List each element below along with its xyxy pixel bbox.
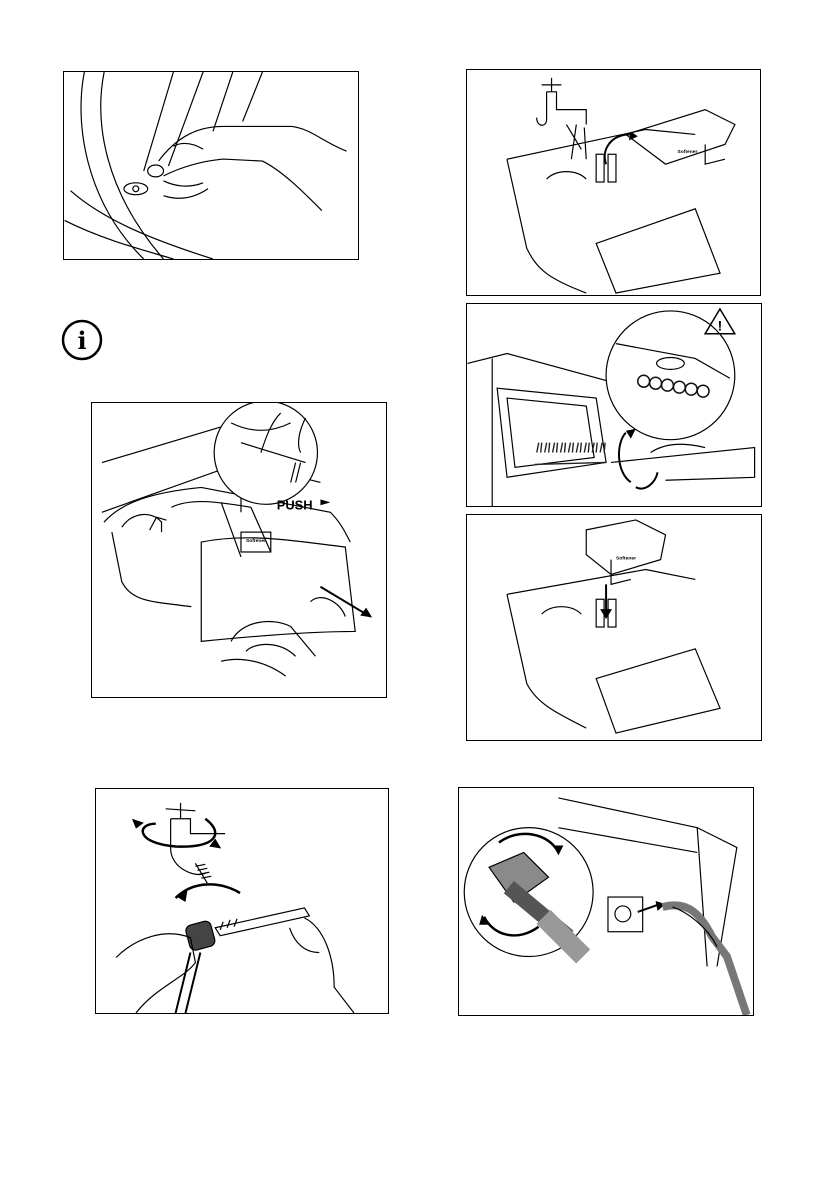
- info-icon: i: [60, 318, 104, 362]
- figure-door-latch: [63, 71, 359, 260]
- figure-inlet-filter: [458, 787, 754, 1016]
- figure-dispenser-refit: Softener: [466, 514, 762, 741]
- svg-text:Softener: Softener: [246, 538, 266, 544]
- svg-text:Softener: Softener: [616, 556, 636, 562]
- figure-dispenser-rinse: Softener: [466, 69, 761, 296]
- svg-text:Softener: Softener: [677, 149, 697, 155]
- svg-text:!: !: [718, 318, 723, 334]
- svg-text:i: i: [77, 326, 86, 355]
- svg-text:PUSH: PUSH: [277, 497, 313, 512]
- figure-dispenser-removal: Softener PUSH: [91, 402, 387, 698]
- figure-tap-filter: [95, 788, 389, 1014]
- figure-dispenser-recess: !: [466, 303, 762, 507]
